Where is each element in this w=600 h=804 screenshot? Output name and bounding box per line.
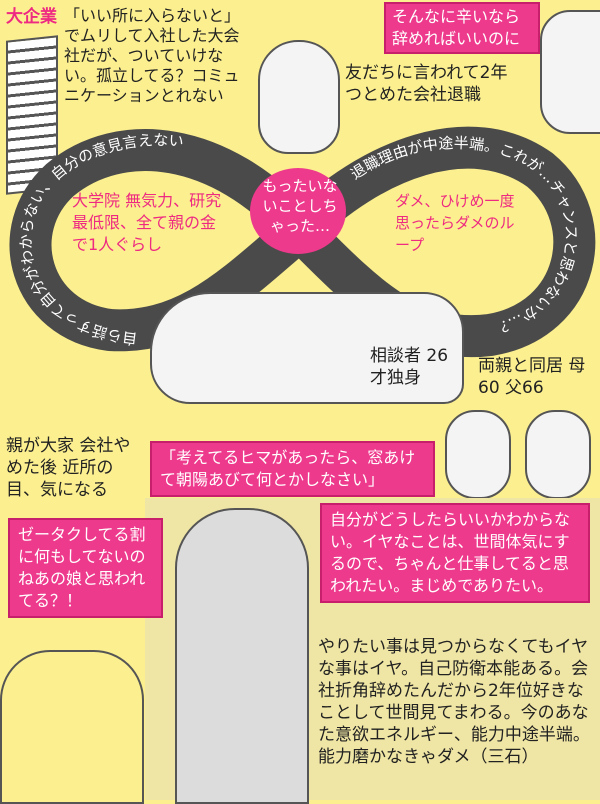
friend-said-text: 友だちに言われて2年つとめた会社退職: [345, 63, 508, 105]
neighbors-illustration: [0, 650, 144, 804]
mother-illustration: [445, 410, 511, 499]
story-text: 「いい所に入らないと」でムリして入社した大会社だが、ついていけない。孤立してる？…: [64, 6, 241, 105]
neighbors-text: 親が大家 会社やめた後 近所の目、気になる: [6, 436, 131, 500]
inner-voice-bubble: 自分がどうしたらいいかわからない。イヤなことは、世間体気にするので、ちゃんと仕事…: [320, 503, 590, 603]
lying-woman-illustration: [150, 292, 464, 404]
loop-right-inner-text: ダメ、ひけめ一度思ったらダメのループ: [395, 192, 515, 254]
parent-quote-bubble: 「考えてるヒマがあったら、窓あけて朝陽あびて何とかしなさい」: [150, 441, 435, 497]
father-illustration: [525, 410, 591, 499]
gossip-bubble: ゼータクしてる割に何もしてないのねあの娘と思われてる？！: [8, 518, 163, 618]
parents-profile: 両親と同居 母60 父66: [478, 356, 586, 398]
label-big-company: 大企業: [6, 7, 57, 27]
client-profile: 相談者 26才独身: [370, 346, 449, 388]
loop-left-inner-text: 大学院 無気力、研究最低限、全て親の金で1人ぐらし: [72, 191, 222, 254]
advice-text: やりたい事は見つからなくてもイヤな事はイヤ。自己防衛本能ある。会社折角辞めたんだ…: [318, 637, 590, 767]
woman-head-illustration: [258, 40, 340, 154]
center-pink-blob: [250, 168, 346, 254]
center-text: もったいないことしちゃった…: [262, 177, 338, 235]
friend-speech-bubble: そんなに辛いなら辞めればいいのに: [384, 2, 540, 54]
worried-woman-illustration: [175, 508, 309, 804]
friend-illustration: [540, 10, 600, 134]
